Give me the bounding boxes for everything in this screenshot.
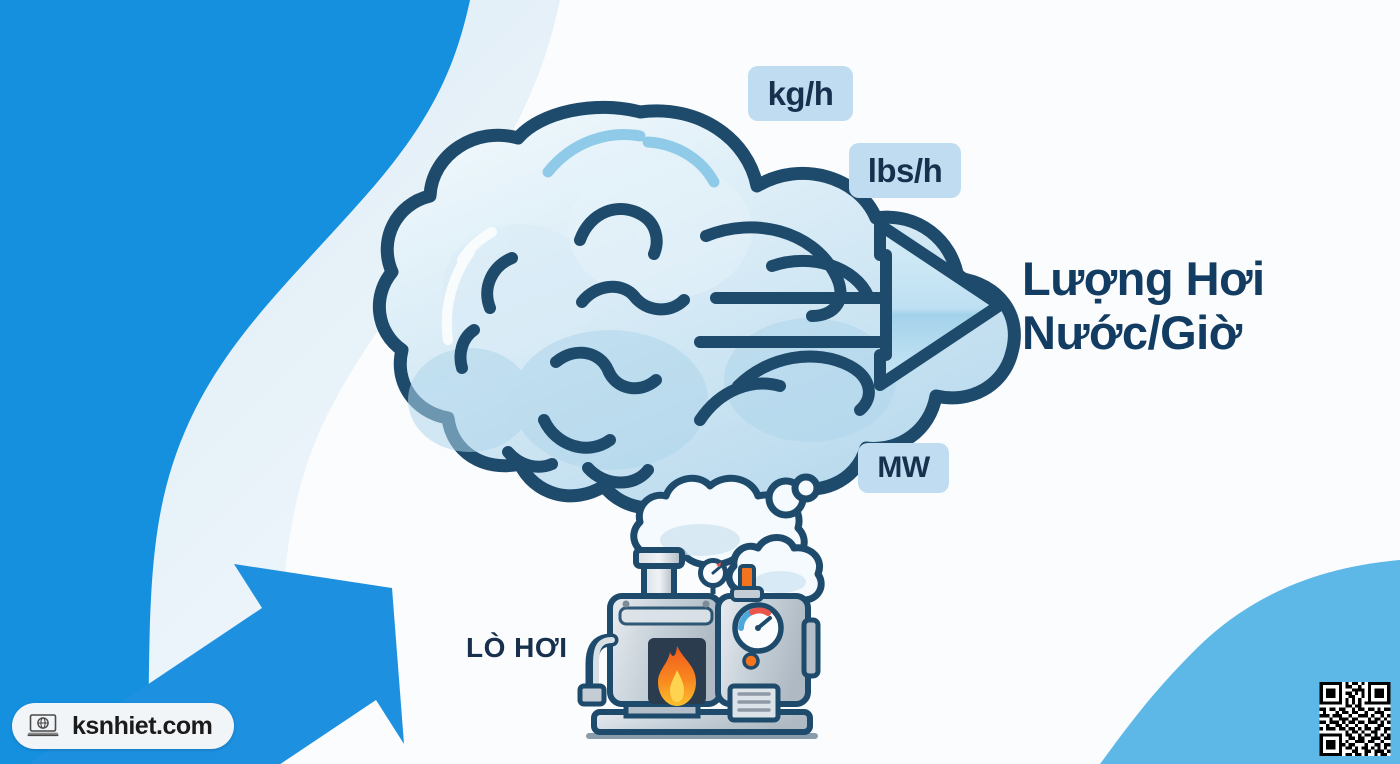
flow-arrow-head	[874, 219, 1006, 391]
cloud-highlights	[542, 129, 720, 188]
badge-kg-per-hour: kg/h	[748, 66, 853, 121]
page-title: Lượng Hơi Nước/Giờ	[1022, 252, 1394, 359]
laptop-globe-icon	[27, 714, 59, 737]
boiler-label: LÒ HƠI	[466, 632, 568, 663]
badge-megawatt: MW	[858, 443, 949, 493]
page-title-line-1: Lượng Hơi	[1022, 252, 1265, 305]
valve-knob	[742, 652, 760, 670]
site-watermark[interactable]: ksnhiet.com	[12, 703, 235, 749]
badge-lbs-per-hour: lbs/h	[849, 143, 961, 198]
qr-code[interactable]	[1318, 682, 1392, 756]
cloud-highlight-white	[441, 227, 497, 345]
site-watermark-text: ksnhiet.com	[72, 711, 213, 740]
page-title-line-2: Nước/Giờ	[1022, 305, 1242, 359]
cloud-swirl-lines	[454, 203, 886, 489]
industrial-boiler	[577, 547, 821, 735]
